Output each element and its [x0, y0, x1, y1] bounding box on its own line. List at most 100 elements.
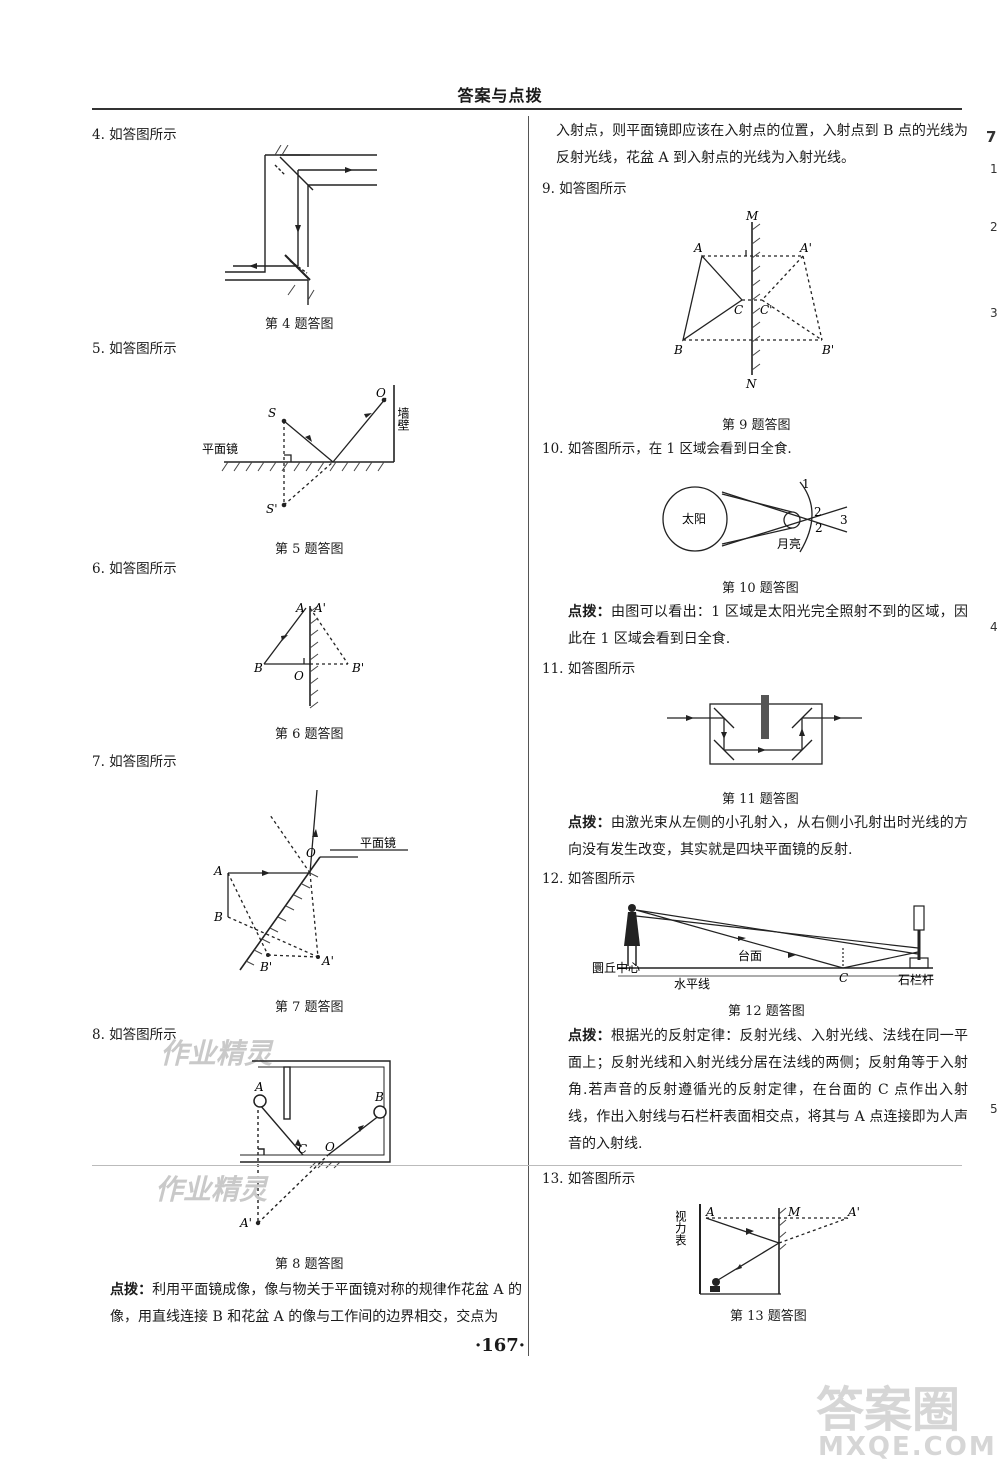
- edge-fragment: 7: [986, 128, 997, 146]
- watermark-4: MXQE.COM: [818, 1432, 997, 1462]
- q9-label: 9. 如答图所示: [542, 181, 627, 197]
- page-number: ·167·: [474, 1335, 526, 1356]
- q8-tip-text: 利用平面镜成像，像与物关于平面镜对称的规律作花盆 A 的像，用直线连接 B 和花…: [110, 1282, 523, 1325]
- edge-fragment: 2: [990, 220, 998, 234]
- q4-label: 4. 如答图所示: [92, 127, 177, 143]
- q9-figure: M N A A' B B' C C': [673, 210, 834, 390]
- q5-fig-mirror: 平面镜: [202, 441, 238, 456]
- q10-fig-moon: 月亮: [777, 536, 801, 551]
- q7-fig-A: A: [213, 864, 223, 878]
- q8-fig-A: A: [254, 1080, 264, 1094]
- q13-label: 13. 如答图所示: [542, 1171, 636, 1187]
- q10-figure: 太阳 月亮 1 2 2 3: [662, 477, 848, 553]
- q13-fig-A: A: [705, 1205, 715, 1219]
- q13-figure: A M A' 视力表: [676, 1204, 860, 1295]
- q8-fig-C: C: [298, 1142, 307, 1156]
- column-divider: [528, 116, 529, 1356]
- q10-fig-sun: 太阳: [682, 511, 706, 526]
- q12-fig-center: 圜丘中心: [592, 960, 640, 975]
- q10-fig-region-1: 1: [802, 477, 810, 491]
- q8-caption: 第 8 题答图: [275, 1257, 344, 1272]
- q12-fig-C: C: [839, 971, 848, 985]
- q10-tip-label: 点拨：: [568, 604, 611, 620]
- edge-fragment: 5: [990, 1102, 998, 1116]
- q7-fig-O: O: [306, 846, 316, 860]
- q7-label: 7. 如答图所示: [92, 754, 177, 770]
- q8-tip-label: 点拨：: [110, 1282, 153, 1298]
- q6-figure: A A' B B' O: [253, 601, 364, 709]
- q9-fig-C: C: [734, 303, 743, 317]
- q7-fig-mirror: 平面镜: [360, 835, 396, 850]
- watermark-2: 作业精灵: [155, 1173, 268, 1206]
- q12-fig-horizon: 水平线: [674, 977, 710, 991]
- q12-tip: 点拨：根据光的反射定律：反射光线、入射光线、法线在同一平面上；反射光线和入射光线…: [568, 1023, 968, 1158]
- q8-fig-O: O: [325, 1140, 335, 1154]
- q8-figure: A B C O A': [239, 1060, 391, 1230]
- q9-fig-N: N: [745, 377, 757, 390]
- q5-label: 5. 如答图所示: [92, 341, 177, 357]
- q9-fig-A: A: [693, 241, 703, 255]
- q5-fig-S-image: S': [266, 502, 278, 516]
- q8-fig-A-image: A': [239, 1216, 252, 1230]
- q13-caption: 第 13 题答图: [730, 1309, 807, 1324]
- q6-fig-A: A: [295, 601, 305, 615]
- watermark-1: 作业精灵: [160, 1037, 273, 1070]
- q6-fig-A-image: A': [313, 601, 326, 615]
- q12-tip-label: 点拨：: [568, 1028, 611, 1044]
- q6-fig-B-image: B': [351, 661, 364, 675]
- q6-fig-B: B: [253, 661, 263, 675]
- scan-line: [92, 1165, 962, 1166]
- q9-fig-B-image: B': [821, 343, 834, 357]
- q11-tip-label: 点拨：: [568, 815, 611, 831]
- q12-tip-text: 根据光的反射定律：反射光线、入射光线、法线在同一平面上；反射光线和入射光线分居在…: [568, 1028, 969, 1152]
- q13-fig-M: M: [787, 1205, 801, 1219]
- q4-figure: [225, 145, 377, 305]
- q7-caption: 第 7 题答图: [275, 1000, 344, 1015]
- header-rule: [92, 108, 962, 110]
- q6-fig-O: O: [294, 669, 304, 683]
- q12-label: 12. 如答图所示: [542, 871, 636, 887]
- q13-fig-chart: 视力表: [676, 1209, 687, 1246]
- q7-fig-B: B: [213, 910, 223, 924]
- q11-tip-text: 由激光束从左侧的小孔射入，从右侧小孔射出时光线的方向没有发生改变，其实就是四块平…: [568, 815, 969, 858]
- edge-fragment: 1: [990, 162, 998, 176]
- q6-caption: 第 6 题答图: [275, 727, 344, 742]
- q11-figure: [667, 695, 862, 765]
- q8-label: 8. 如答图所示: [92, 1027, 177, 1043]
- q5-fig-S: S: [268, 406, 276, 420]
- q11-tip: 点拨：由激光束从左侧的小孔射入，从右侧小孔射出时光线的方向没有发生改变，其实就是…: [568, 810, 968, 864]
- q12-fig-rail: 石栏杆: [898, 972, 934, 987]
- q9-fig-M: M: [745, 210, 759, 223]
- watermark-3: 答案圈: [816, 1382, 961, 1438]
- q8-tip: 点拨：利用平面镜成像，像与物关于平面镜对称的规律作花盆 A 的像，用直线连接 B…: [110, 1277, 522, 1331]
- q10-fig-region-2b: 2: [815, 521, 823, 535]
- q6-label: 6. 如答图所示: [92, 561, 177, 577]
- q7-figure: A B O A' B' 平面镜: [213, 789, 408, 974]
- q9-fig-B: B: [673, 343, 683, 357]
- q13-fig-A-image: A': [847, 1205, 860, 1219]
- page-header-title: 答案与点拨: [457, 86, 543, 105]
- q12-figure: 圜丘中心 台面 水平线 C 石栏杆: [592, 904, 934, 991]
- q10-caption: 第 10 题答图: [722, 581, 799, 596]
- q8-tip-continued: 入射点，则平面镜即应该在入射点的位置，入射点到 B 点的光线为反射光线，花盆 A…: [556, 123, 968, 166]
- q10-fig-region-2a: 2: [814, 505, 822, 519]
- q9-fig-A-image: A': [799, 241, 812, 255]
- q10-tip: 点拨：由图可以看出：1 区域是太阳光完全照射不到的区域，因此在 1 区域会看到日…: [568, 599, 968, 653]
- q8-fig-B: B: [374, 1090, 384, 1104]
- q11-label: 11. 如答图所示: [542, 661, 636, 677]
- q10-tip-text: 由图可以看出：1 区域是太阳光完全照射不到的区域，因此在 1 区域会看到日全食.: [568, 604, 969, 647]
- q9-fig-C-image: C': [760, 303, 772, 317]
- q7-fig-B-image: B': [259, 960, 272, 974]
- q5-fig-O: O: [376, 386, 386, 400]
- q5-caption: 第 5 题答图: [275, 542, 344, 557]
- q9-caption: 第 9 题答图: [722, 418, 791, 433]
- q5-fig-wall: 墙壁: [396, 407, 410, 431]
- q7-fig-A-image: A': [321, 954, 334, 968]
- q12-fig-terrace: 台面: [738, 948, 762, 963]
- q4-caption: 第 4 题答图: [265, 317, 334, 332]
- q10-fig-region-3: 3: [840, 513, 848, 527]
- q12-caption: 第 12 题答图: [728, 1004, 805, 1019]
- edge-fragment: 3: [990, 306, 998, 320]
- q11-caption: 第 11 题答图: [722, 792, 799, 807]
- q5-figure: S O S' 平面镜 墙壁: [202, 385, 410, 516]
